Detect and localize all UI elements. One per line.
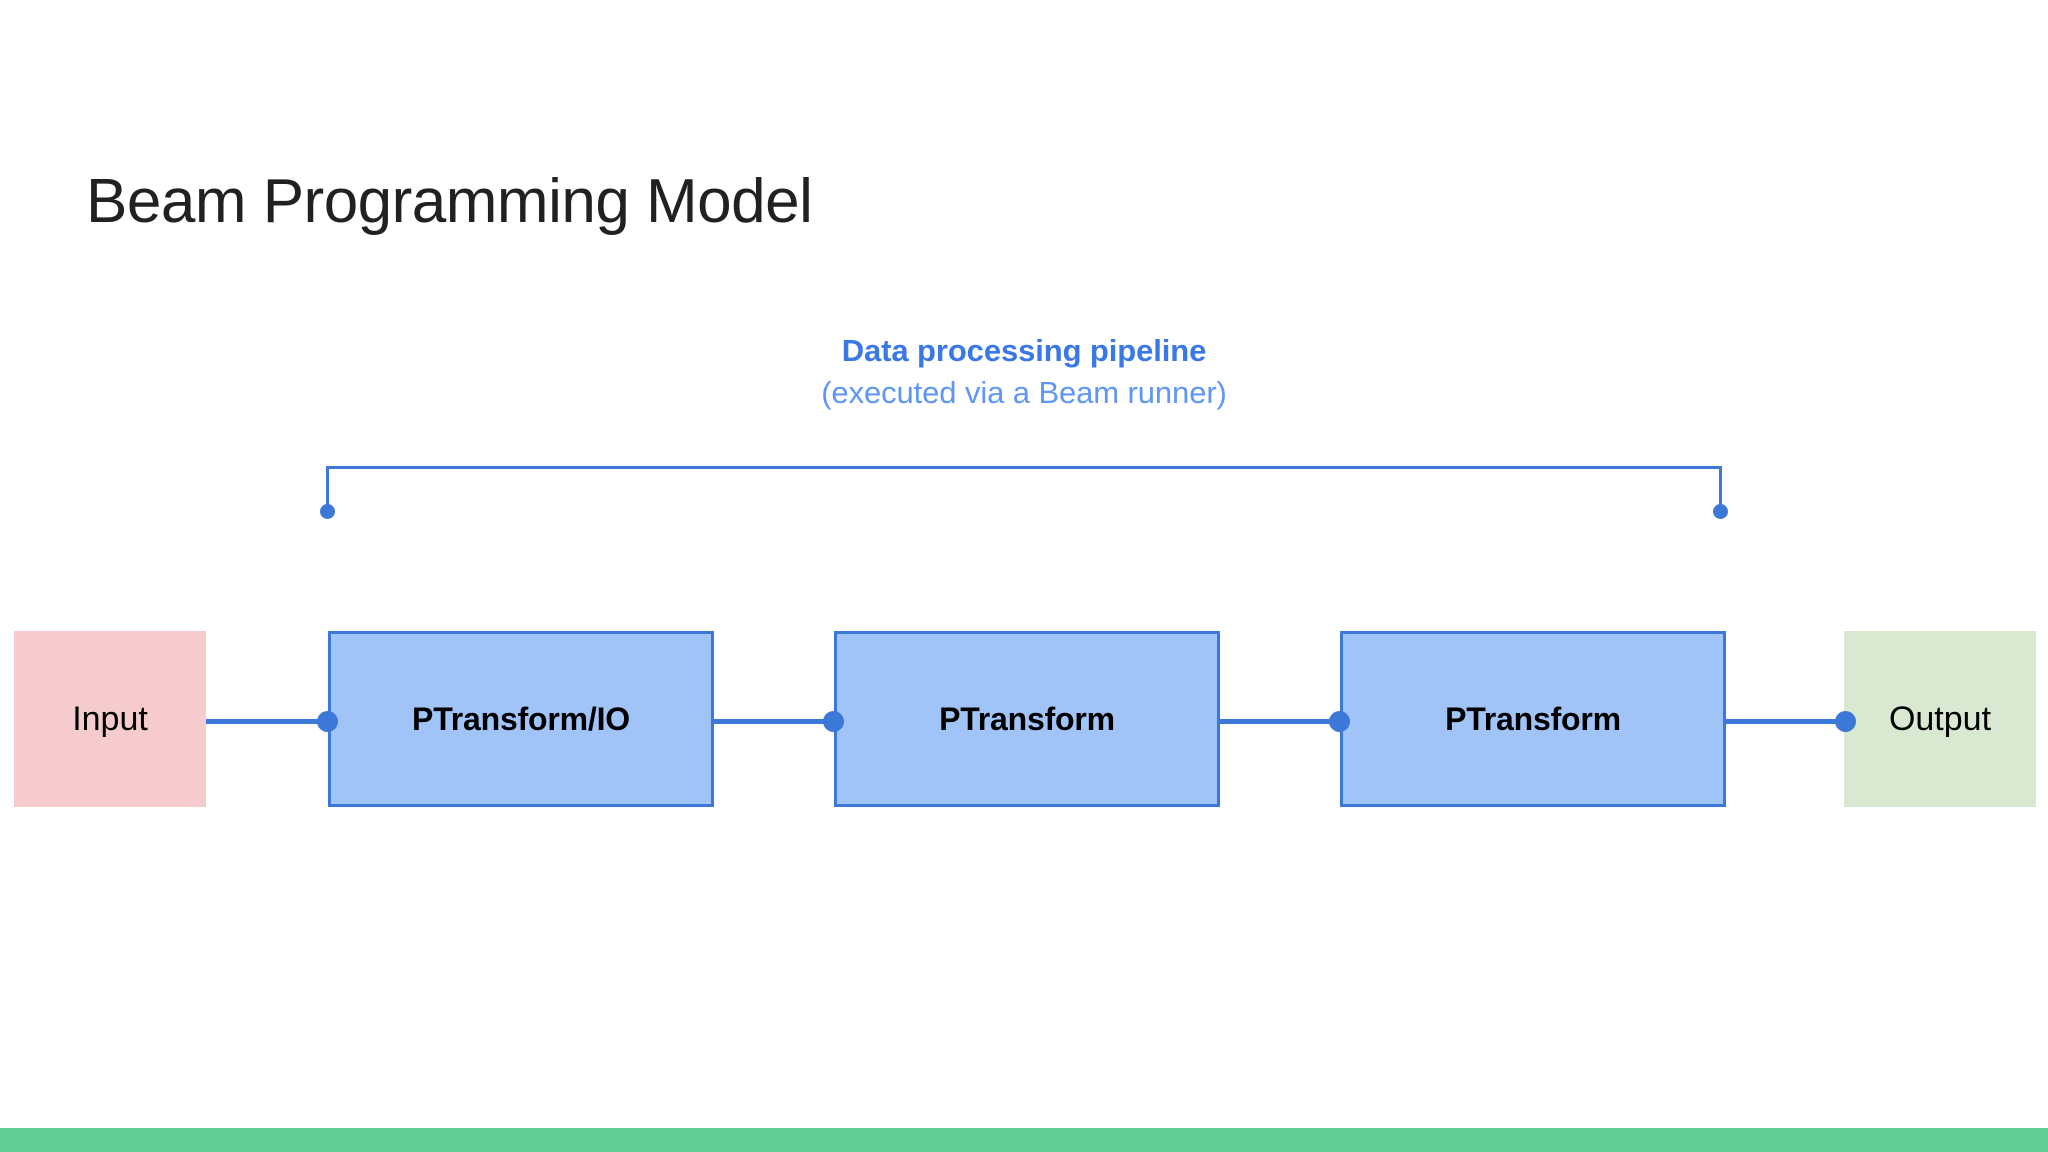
- pipeline-annotation-subtext: (executed via a Beam runner): [821, 374, 1227, 410]
- flow-edge-dot-2: [823, 711, 844, 732]
- bracket-left-endpoint-dot: [320, 504, 335, 519]
- flow-edge-dot-4: [1835, 711, 1856, 732]
- bracket-horizontal-line: [326, 466, 1722, 469]
- bracket-left-leg: [326, 466, 329, 510]
- flow-node-output-label: Output: [1888, 699, 1992, 738]
- flow-edge-ptransform-2-to-ptransform-3: [1220, 719, 1348, 724]
- pipeline-flow-row: Input PTransform/IO PTransform PTransfor…: [0, 631, 2048, 807]
- flow-node-ptransform-io-label: PTransform/IO: [412, 700, 630, 737]
- flow-node-ptransform-3[interactable]: PTransform: [1340, 631, 1726, 807]
- bracket-right-leg: [1719, 466, 1722, 510]
- bracket-right-endpoint-dot: [1713, 504, 1728, 519]
- pipeline-annotation: Data processing pipeline (executed via a…: [328, 330, 1720, 414]
- footer-accent-bar: [0, 1128, 2048, 1152]
- flow-node-input-label: Input: [72, 699, 148, 738]
- flow-node-input[interactable]: Input: [14, 631, 206, 807]
- flow-edge-dot-3: [1329, 711, 1350, 732]
- flow-node-output[interactable]: Output: [1844, 631, 2036, 807]
- flow-edge-ptransform-3-to-output: [1726, 719, 1852, 724]
- flow-edge-ptransform-io-to-ptransform-2: [714, 719, 842, 724]
- flow-node-ptransform-io[interactable]: PTransform/IO: [328, 631, 714, 807]
- flow-node-ptransform-3-label: PTransform: [1445, 700, 1621, 737]
- pipeline-annotation-headline: Data processing pipeline: [841, 333, 1207, 368]
- flow-node-ptransform-2-label: PTransform: [939, 700, 1115, 737]
- page-title: Beam Programming Model: [86, 166, 813, 236]
- flow-node-ptransform-2[interactable]: PTransform: [834, 631, 1220, 807]
- flow-edge-input-to-ptransform-io: [206, 719, 336, 724]
- pipeline-scope-bracket: [320, 466, 1728, 519]
- flow-edge-dot-1: [317, 711, 338, 732]
